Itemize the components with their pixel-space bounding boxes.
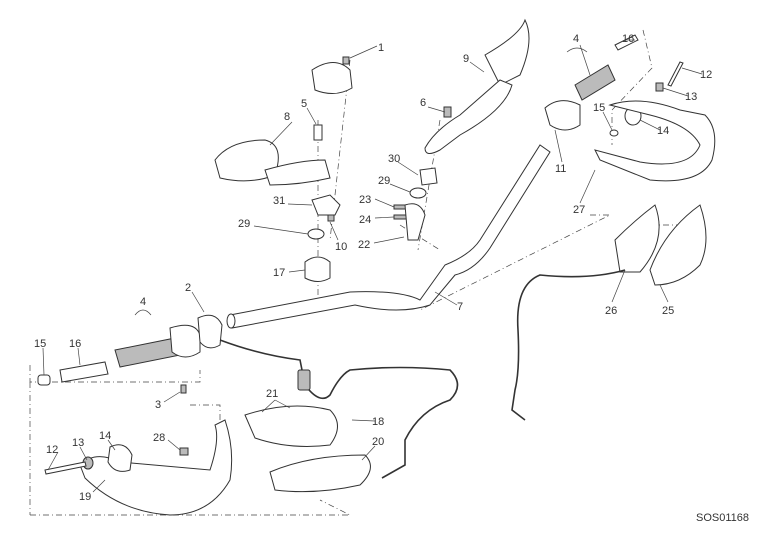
label-28: 28 [153, 432, 165, 444]
label-20: 20 [372, 436, 384, 448]
part-labels: 1 2 3 4 4 5 6 7 8 9 10 11 12 12 13 13 14… [34, 33, 712, 503]
label-29-left: 29 [238, 218, 250, 230]
left-mirror [214, 139, 331, 186]
label-16-left: 16 [69, 338, 81, 350]
label-5: 5 [301, 98, 307, 110]
label-9: 9 [463, 53, 469, 65]
label-15-right: 15 [593, 102, 605, 114]
right-handguard [594, 100, 716, 182]
label-4-right: 4 [573, 33, 579, 45]
left-indicator [219, 339, 459, 493]
label-25: 25 [662, 305, 674, 317]
left-grip-assembly [37, 314, 223, 386]
label-24: 24 [359, 214, 371, 226]
right-grip-assembly [544, 34, 684, 137]
label-2: 2 [185, 282, 191, 294]
label-10: 10 [335, 241, 347, 253]
label-4-left: 4 [140, 296, 146, 308]
label-11: 11 [555, 163, 566, 175]
label-7: 7 [457, 301, 463, 313]
label-23: 23 [359, 194, 371, 206]
label-26: 26 [605, 305, 617, 317]
label-13-right: 13 [685, 91, 697, 103]
label-30: 30 [388, 153, 400, 165]
label-6: 6 [420, 97, 426, 109]
brake-reservoir-parts [304, 56, 353, 282]
label-14-left: 14 [99, 430, 111, 442]
label-16-right: 16 [622, 33, 634, 45]
label-14-right: 14 [657, 125, 669, 137]
label-13-left: 13 [72, 437, 84, 449]
label-12-left: 12 [46, 444, 58, 456]
label-18: 18 [372, 416, 384, 428]
label-3: 3 [155, 399, 161, 411]
diagram-code: SOS01168 [696, 512, 749, 524]
label-27: 27 [573, 204, 585, 216]
label-17: 17 [273, 267, 285, 279]
label-1: 1 [378, 42, 384, 54]
label-8: 8 [284, 111, 290, 123]
label-19: 19 [79, 491, 91, 503]
label-31: 31 [273, 195, 285, 207]
right-brake-lever [393, 18, 530, 241]
assembly-lines [29, 29, 690, 516]
leader-lines [42, 39, 703, 493]
label-12-right: 12 [700, 69, 712, 81]
label-15-left: 15 [34, 338, 46, 350]
handlebar [226, 144, 551, 329]
label-29-right: 29 [378, 175, 390, 187]
left-handguard [44, 384, 233, 516]
label-22: 22 [358, 239, 370, 251]
label-21: 21 [266, 388, 278, 400]
right-indicator [511, 204, 707, 421]
